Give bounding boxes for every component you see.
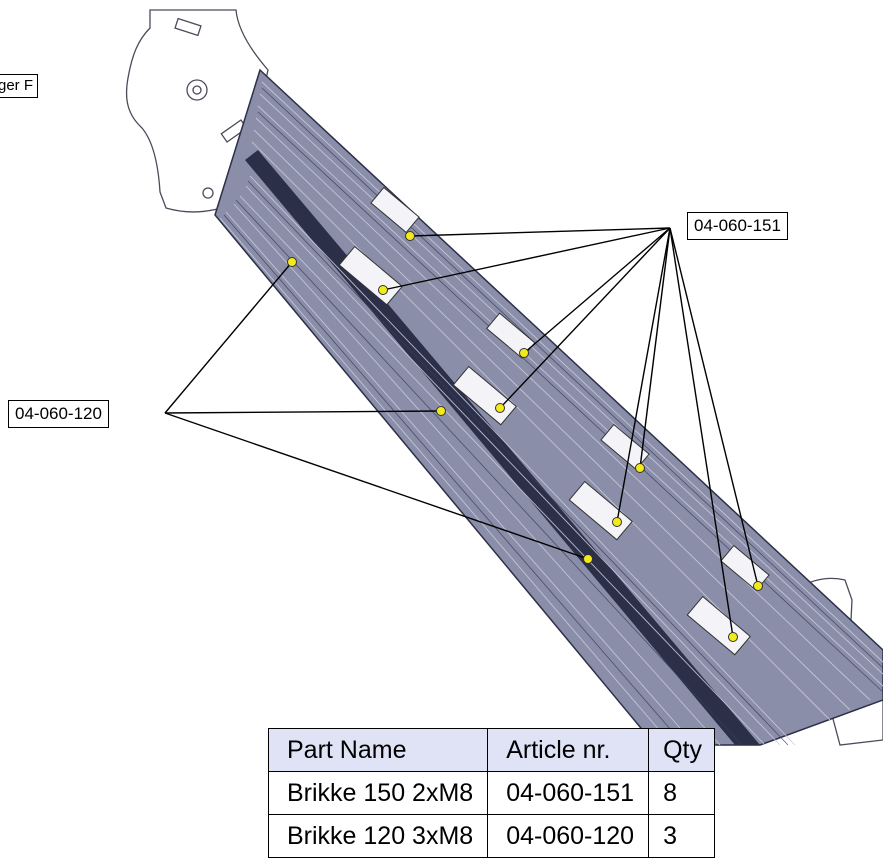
column-header-part-name: Part Name xyxy=(267,728,489,772)
cell-part-name: Brikke 120 3xM8 xyxy=(267,814,489,858)
cell-qty: 3 xyxy=(648,814,715,858)
aluminium-profile xyxy=(214,68,883,746)
parts-table: Part Name Article nr. Qty Brikke 150 2xM… xyxy=(267,728,715,858)
cell-article: 04-060-120 xyxy=(487,814,650,858)
table-header-row: Part Name Article nr. Qty xyxy=(267,728,715,772)
cell-article: 04-060-151 xyxy=(487,771,650,815)
marker-dots xyxy=(287,231,763,642)
table-row: Brikke 120 3xM8 04-060-120 3 xyxy=(267,814,715,858)
leader-lines xyxy=(164,227,759,638)
cell-qty: 8 xyxy=(648,771,715,815)
column-header-article: Article nr. xyxy=(487,728,650,772)
cell-part-name: Brikke 150 2xM8 xyxy=(267,771,489,815)
column-header-qty: Qty xyxy=(648,728,715,772)
callout-label-partial: ger F xyxy=(0,74,39,98)
washer-plate xyxy=(370,186,420,234)
callout-label-04-060-151: 04-060-151 xyxy=(687,212,788,240)
washer-plate xyxy=(486,312,536,359)
table-row: Brikke 150 2xM8 04-060-151 8 xyxy=(267,771,715,815)
callout-label-04-060-120: 04-060-120 xyxy=(8,400,109,428)
